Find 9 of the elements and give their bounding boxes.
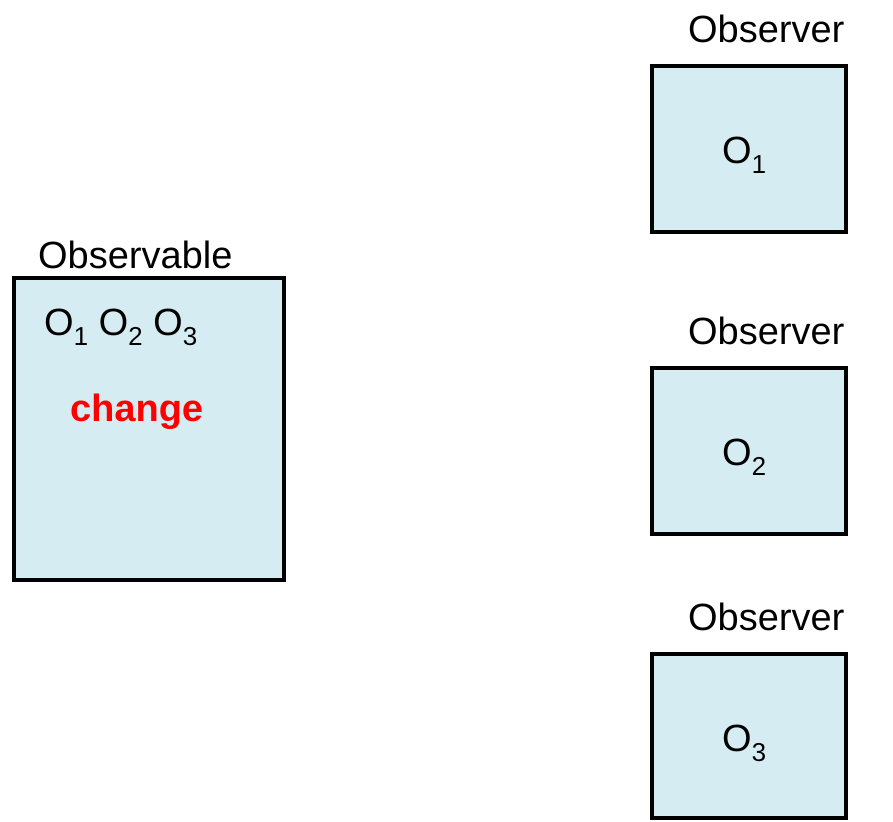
node-label: O$_{3}$ bbox=[722, 718, 766, 760]
node-heading: Observer bbox=[688, 312, 844, 352]
node-heading: Observable bbox=[38, 236, 232, 276]
highlight-label: change bbox=[70, 388, 204, 430]
node-label: O$_{1}$ bbox=[722, 130, 766, 172]
node-label: O$_{1}$ O$_{2}$ O$_{3}$ bbox=[44, 302, 198, 344]
node-label: O$_{2}$ bbox=[722, 432, 766, 474]
node-heading: Observer bbox=[688, 598, 844, 638]
node-heading: Observer bbox=[688, 10, 844, 50]
